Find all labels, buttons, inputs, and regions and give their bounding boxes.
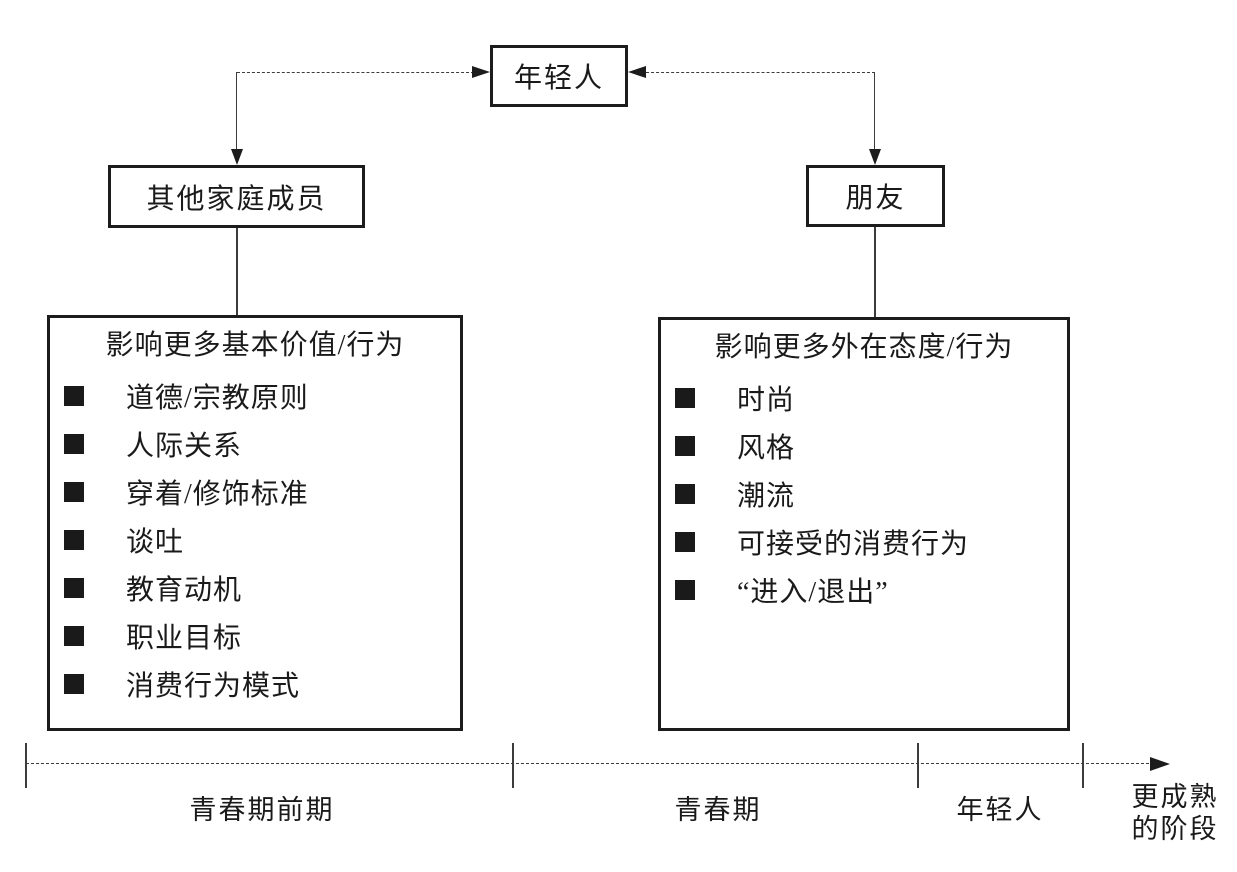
connector-left-vertical [236,72,237,151]
family-panel-header: 影响更多基本价值/行为 [105,330,405,361]
list-item: 时尚 [661,374,1067,422]
family-influence-list: 道德/宗教原则 人际关系 穿着/修饰标准 谈吐 [50,372,460,708]
list-item-label: 消费行为模式 [126,671,301,702]
family-members-box: 其他家庭成员 [108,165,365,228]
bullet-square-icon [675,436,695,456]
timeline-stage-label-mature-line1: 更成熟 [1131,782,1219,812]
list-item-label: 可接受的消费行为 [737,529,970,560]
connector-family-stem [236,228,238,315]
timeline-tick [1082,743,1084,788]
friends-influence-list: 时尚 风格 潮流 可接受的消费行为 [661,374,1067,614]
list-item: “进入/退出” [661,566,1067,614]
timeline-axis [26,763,1154,764]
list-item: 谈吐 [50,516,460,564]
connector-friends-stem [874,227,876,317]
timeline-tick [512,743,514,788]
bullet-square-icon [64,626,84,646]
bullet-square-icon [64,386,84,406]
list-item: 道德/宗教原则 [50,372,460,420]
timeline-stage-label-young-adult: 年轻人 [956,795,1044,825]
friends-panel-header: 影响更多外在态度/行为 [714,332,1014,363]
list-item: 教育动机 [50,564,460,612]
list-item: 人际关系 [50,420,460,468]
timeline-stage-label-mature: 更成熟 的阶段 [1115,781,1235,845]
family-members-label: 其他家庭成员 [146,183,327,215]
bullet-square-icon [64,482,84,502]
connector-left-horizontal [237,72,474,73]
list-item-label: “进入/退出” [737,577,889,608]
bullet-square-icon [675,484,695,504]
young-person-box: 年轻人 [490,45,628,107]
arrow-right-icon [472,66,490,78]
arrow-down-icon [869,149,881,165]
arrow-left-icon [628,66,646,78]
friends-box: 朋友 [806,165,945,227]
list-item-label: 风格 [737,433,796,464]
family-influence-panel: 影响更多基本价值/行为 道德/宗教原则 人际关系 穿着/修饰标准 [47,315,463,731]
bullet-square-icon [64,530,84,550]
bullet-square-icon [675,532,695,552]
timeline-stage-label-preadolescence: 青春期前期 [189,795,335,825]
connector-right-vertical [874,72,875,151]
timeline-stage-label-adolescence: 青春期 [674,795,762,825]
list-item-label: 职业目标 [126,623,243,654]
friends-influence-panel: 影响更多外在态度/行为 时尚 风格 潮流 [658,317,1070,731]
list-item: 潮流 [661,470,1067,518]
list-item: 职业目标 [50,612,460,660]
bullet-square-icon [675,580,695,600]
bullet-square-icon [675,388,695,408]
list-item-label: 谈吐 [126,527,185,558]
timeline-tick [917,743,919,788]
list-item-label: 人际关系 [126,431,243,462]
list-item-label: 穿着/修饰标准 [126,479,309,510]
bullet-square-icon [64,434,84,454]
timeline-stage-label-mature-line2: 的阶段 [1131,814,1219,844]
list-item-label: 道德/宗教原则 [126,383,309,414]
arrow-down-icon [231,149,243,165]
arrow-right-icon [1150,757,1170,771]
list-item: 穿着/修饰标准 [50,468,460,516]
friends-label: 朋友 [845,183,906,214]
list-item: 风格 [661,422,1067,470]
connector-right-horizontal [646,72,875,73]
list-item-label: 潮流 [737,481,796,512]
bullet-square-icon [64,674,84,694]
young-person-label: 年轻人 [513,63,604,94]
bullet-square-icon [64,578,84,598]
list-item: 可接受的消费行为 [661,518,1067,566]
list-item-label: 时尚 [737,385,796,416]
list-item: 消费行为模式 [50,660,460,708]
timeline-tick [25,743,27,788]
list-item-label: 教育动机 [126,575,243,606]
